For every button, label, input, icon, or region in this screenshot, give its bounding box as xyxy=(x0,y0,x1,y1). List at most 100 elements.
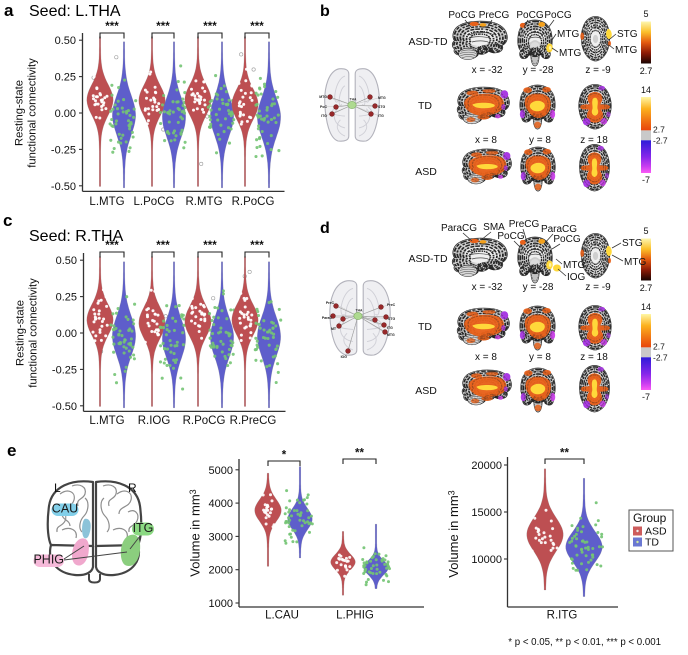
svg-text:PreC: PreC xyxy=(326,301,335,305)
svg-text:-0.25: -0.25 xyxy=(52,364,77,376)
svg-text:L.PHIG: L.PHIG xyxy=(336,610,374,622)
svg-text:ITG: ITG xyxy=(387,326,393,330)
svg-text:Resting-state: Resting-state xyxy=(14,80,26,146)
svg-text:2.7: 2.7 xyxy=(640,66,653,76)
svg-text:Volume in mm3: Volume in mm3 xyxy=(446,490,461,577)
svg-text:R.PoCG: R.PoCG xyxy=(183,415,226,427)
svg-text:ParaCG: ParaCG xyxy=(441,223,477,234)
svg-text:MTG: MTG xyxy=(557,29,579,40)
svg-text:z = 18: z = 18 xyxy=(580,352,608,363)
svg-text:0.25: 0.25 xyxy=(56,292,77,304)
svg-text:L.MTG: L.MTG xyxy=(89,415,124,427)
svg-text:functional connectivity: functional connectivity xyxy=(27,58,39,168)
svg-text:2.7: 2.7 xyxy=(653,341,665,351)
svg-text:5: 5 xyxy=(643,226,648,236)
svg-text:x = -32: x = -32 xyxy=(472,282,503,293)
svg-text:ITG: ITG xyxy=(378,114,384,118)
svg-text:14: 14 xyxy=(641,85,651,95)
svg-text:x = 8: x = 8 xyxy=(475,135,497,146)
svg-text:-0.50: -0.50 xyxy=(51,181,76,193)
svg-text:TD: TD xyxy=(418,100,432,112)
svg-text:***: *** xyxy=(156,240,170,252)
svg-text:PreC: PreC xyxy=(387,303,396,307)
svg-text:MTG: MTG xyxy=(319,95,327,99)
svg-text:L: L xyxy=(54,481,61,495)
svg-text:L.PoCG: L.PoCG xyxy=(134,196,175,208)
svg-text:SMA: SMA xyxy=(483,222,505,233)
svg-text:MTG: MTG xyxy=(378,96,386,100)
svg-text:STG: STG xyxy=(617,29,638,40)
svg-text:***: *** xyxy=(156,21,170,33)
svg-text:ITG: ITG xyxy=(133,521,154,535)
svg-text:2000: 2000 xyxy=(209,565,233,577)
svg-text:R.MTG: R.MTG xyxy=(185,196,222,208)
svg-text:MTG: MTG xyxy=(387,333,395,337)
svg-text:y = -28: y = -28 xyxy=(523,65,554,76)
svg-text:y = 8: y = 8 xyxy=(529,135,551,146)
svg-text:***: *** xyxy=(203,240,217,252)
svg-text:PoCG: PoCG xyxy=(544,10,571,21)
svg-text:-2.7: -2.7 xyxy=(653,135,668,145)
svg-text:1000: 1000 xyxy=(209,598,233,610)
svg-text:PreCG: PreCG xyxy=(479,10,510,21)
svg-text:**: ** xyxy=(355,448,364,460)
svg-text:MTG: MTG xyxy=(559,48,581,59)
svg-text:IOG: IOG xyxy=(567,272,586,283)
svg-text:R.PreCG: R.PreCG xyxy=(230,415,277,427)
svg-text:ASD: ASD xyxy=(645,526,667,538)
svg-text:THA: THA xyxy=(356,309,364,313)
svg-text:e: e xyxy=(7,441,16,460)
svg-text:Resting-state: Resting-state xyxy=(15,300,27,366)
svg-text:***: *** xyxy=(250,21,264,33)
svg-text:STG: STG xyxy=(378,105,385,109)
svg-text:a: a xyxy=(4,1,14,20)
svg-text:* p < 0.05, ** p < 0.01, *** p: * p < 0.05, ** p < 0.01, *** p < 0.001 xyxy=(508,637,661,648)
svg-text:ASD: ASD xyxy=(415,166,437,178)
svg-text:PreCG: PreCG xyxy=(509,219,540,230)
svg-text:Seed: R.THA: Seed: R.THA xyxy=(29,228,124,245)
svg-text:-7: -7 xyxy=(642,175,650,185)
svg-text:***: *** xyxy=(250,240,264,252)
svg-text:0.50: 0.50 xyxy=(56,255,77,267)
svg-text:ASD-TD: ASD-TD xyxy=(408,36,448,48)
svg-text:*: * xyxy=(282,450,287,462)
svg-text:ASD: ASD xyxy=(415,385,437,397)
svg-text:2.7: 2.7 xyxy=(640,283,653,293)
svg-text:TD: TD xyxy=(645,537,659,549)
svg-text:PoCG: PoCG xyxy=(516,10,543,21)
svg-text:14: 14 xyxy=(641,302,651,312)
svg-text:y = 8: y = 8 xyxy=(529,352,551,363)
svg-text:R.ITG: R.ITG xyxy=(547,610,578,622)
svg-text:-7: -7 xyxy=(642,392,650,402)
svg-text:z = 18: z = 18 xyxy=(580,135,608,146)
svg-text:IOG: IOG xyxy=(341,355,348,359)
svg-text:MTG: MTG xyxy=(624,257,646,268)
svg-text:STG: STG xyxy=(388,317,395,321)
svg-text:3000: 3000 xyxy=(209,531,233,543)
svg-text:c: c xyxy=(3,211,12,230)
svg-text:z = -9: z = -9 xyxy=(585,282,611,293)
svg-text:-0.50: -0.50 xyxy=(52,401,77,413)
svg-text:0.50: 0.50 xyxy=(55,35,76,47)
svg-text:0.25: 0.25 xyxy=(55,72,76,84)
svg-text:CAU: CAU xyxy=(52,502,78,516)
svg-text:ParaC: ParaC xyxy=(322,316,333,320)
svg-text:PHIG: PHIG xyxy=(33,553,64,567)
svg-text:ITG: ITG xyxy=(321,114,327,118)
svg-text:L.CAU: L.CAU xyxy=(265,610,299,622)
svg-text:***: *** xyxy=(203,21,217,33)
svg-text:***: *** xyxy=(105,240,119,252)
svg-text:TD: TD xyxy=(418,321,432,333)
svg-text:PoCG: PoCG xyxy=(448,10,475,21)
svg-text:Group: Group xyxy=(633,511,667,525)
svg-text:4000: 4000 xyxy=(209,498,233,510)
svg-text:***: *** xyxy=(105,21,119,33)
svg-text:MT: MT xyxy=(331,327,337,331)
svg-text:PoC: PoC xyxy=(320,105,327,109)
svg-text:2.7: 2.7 xyxy=(653,124,665,134)
svg-text:-0.25: -0.25 xyxy=(51,144,76,156)
svg-text:x = 8: x = 8 xyxy=(475,352,497,363)
svg-text:MTG: MTG xyxy=(615,45,637,56)
svg-text:L.MTG: L.MTG xyxy=(89,196,124,208)
svg-text:z = -9: z = -9 xyxy=(585,65,611,76)
